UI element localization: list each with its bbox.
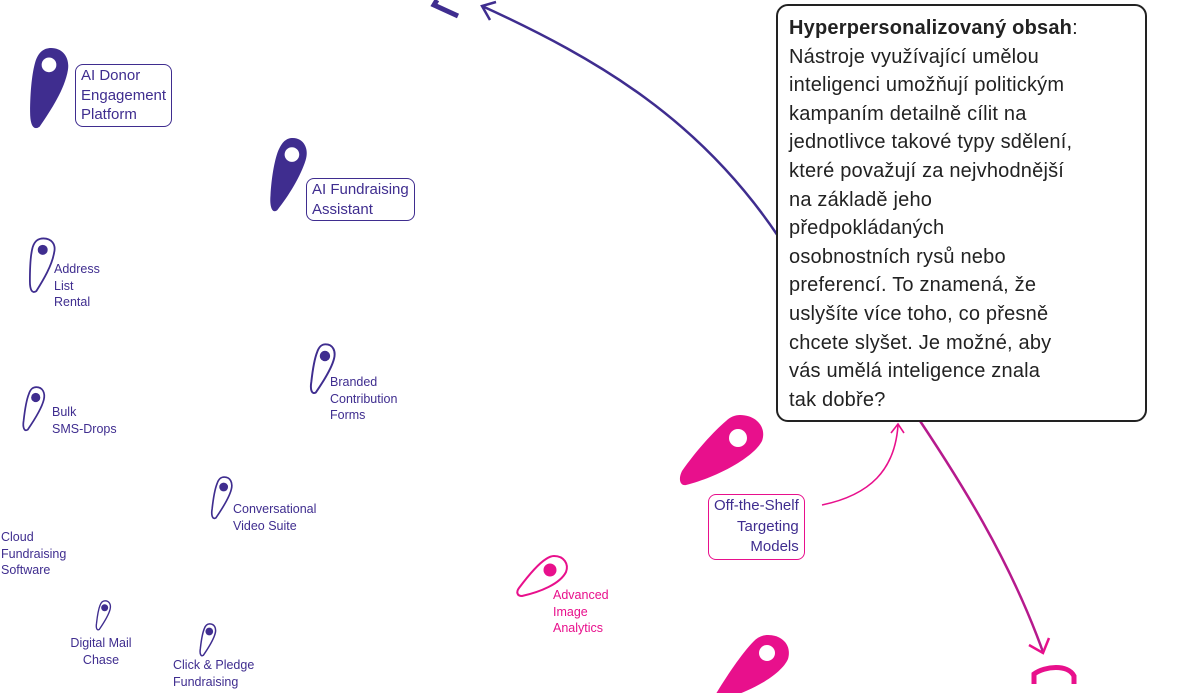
callout-line: Nástroje využívající umělou xyxy=(789,45,1039,68)
map-pin-icon xyxy=(309,343,336,394)
callout-colon: : xyxy=(1072,17,1078,39)
map-pin-icon xyxy=(270,137,307,212)
callout-line: osobnostních rysů nebo xyxy=(789,245,1006,268)
tool-label-ai-donor: AI Donor Engagement Platform xyxy=(75,64,173,127)
callout-line: jednotlivce takové typy sdělení, xyxy=(789,131,1073,154)
callout-title-line: Hyperpersonalizovaný obsah: xyxy=(789,14,1135,43)
callout-line: inteligenci umožňují politickým xyxy=(789,74,1065,97)
callout-line: vás umělá inteligence znala xyxy=(789,360,1041,383)
arrowhead-small-pink xyxy=(890,422,905,434)
callout-line: chcete slyšet. Je možné, aby xyxy=(789,331,1052,354)
tool-label-ai-fundraising: AI Fundraising Assistant xyxy=(306,178,415,221)
tool-label-address: Address List Rental xyxy=(54,262,100,309)
map-pin-icon xyxy=(22,386,46,432)
callout-line: předpokládaných xyxy=(789,217,945,240)
map-pin-icon xyxy=(516,554,568,598)
map-pin-icon xyxy=(679,415,764,486)
arrow-to-top-purple xyxy=(481,4,780,237)
arrow-to-bottom-pink xyxy=(908,405,1045,653)
tool-label-bulk: Bulk SMS-Drops xyxy=(52,405,117,436)
arrow-label-to-callout xyxy=(821,424,899,506)
tool-label-branded: Branded Contribution Forms xyxy=(330,375,398,422)
partial-pin-pink xyxy=(1031,665,1077,684)
tool-label-conversational: Conversational Video Suite xyxy=(233,502,317,533)
callout-box: Hyperpersonalizovaný obsah: Nástroje vyu… xyxy=(776,4,1147,423)
callout-line: preferencí. To znamená, že xyxy=(789,274,1037,297)
tool-label-digital-mail: Digital Mail Chase xyxy=(70,636,132,667)
map-pin-icon xyxy=(210,476,233,520)
partial-mark-purple xyxy=(430,0,460,19)
map-pin-icon xyxy=(28,237,56,293)
callout-line: které považují za nejvhodnější xyxy=(789,159,1065,182)
tool-label-off-the-shelf: Off-the-Shelf Targeting Models xyxy=(708,494,805,560)
callout-line: na základě jeho xyxy=(789,188,933,211)
map-pin-icon xyxy=(30,48,69,129)
callout-line: uslyšíte více toho, co přesně xyxy=(789,302,1049,325)
map-pin-icon xyxy=(716,635,789,693)
callout-line: kampaním detailně cílit na xyxy=(789,102,1027,125)
map-pin-icon xyxy=(199,623,217,657)
map-pin-icon xyxy=(95,600,112,631)
tool-label-cloud: Cloud Fundraising Software xyxy=(1,530,67,577)
tool-label-click-pledge: Click & Pledge Fundraising xyxy=(173,658,255,689)
tool-label-advanced: Advanced Image Analytics xyxy=(553,588,609,635)
callout-title: Hyperpersonalizovaný obsah xyxy=(789,17,1073,39)
arrowhead-pink xyxy=(1028,637,1051,655)
callout-line: tak dobře? xyxy=(789,388,886,411)
arrowhead-purple xyxy=(480,0,497,21)
